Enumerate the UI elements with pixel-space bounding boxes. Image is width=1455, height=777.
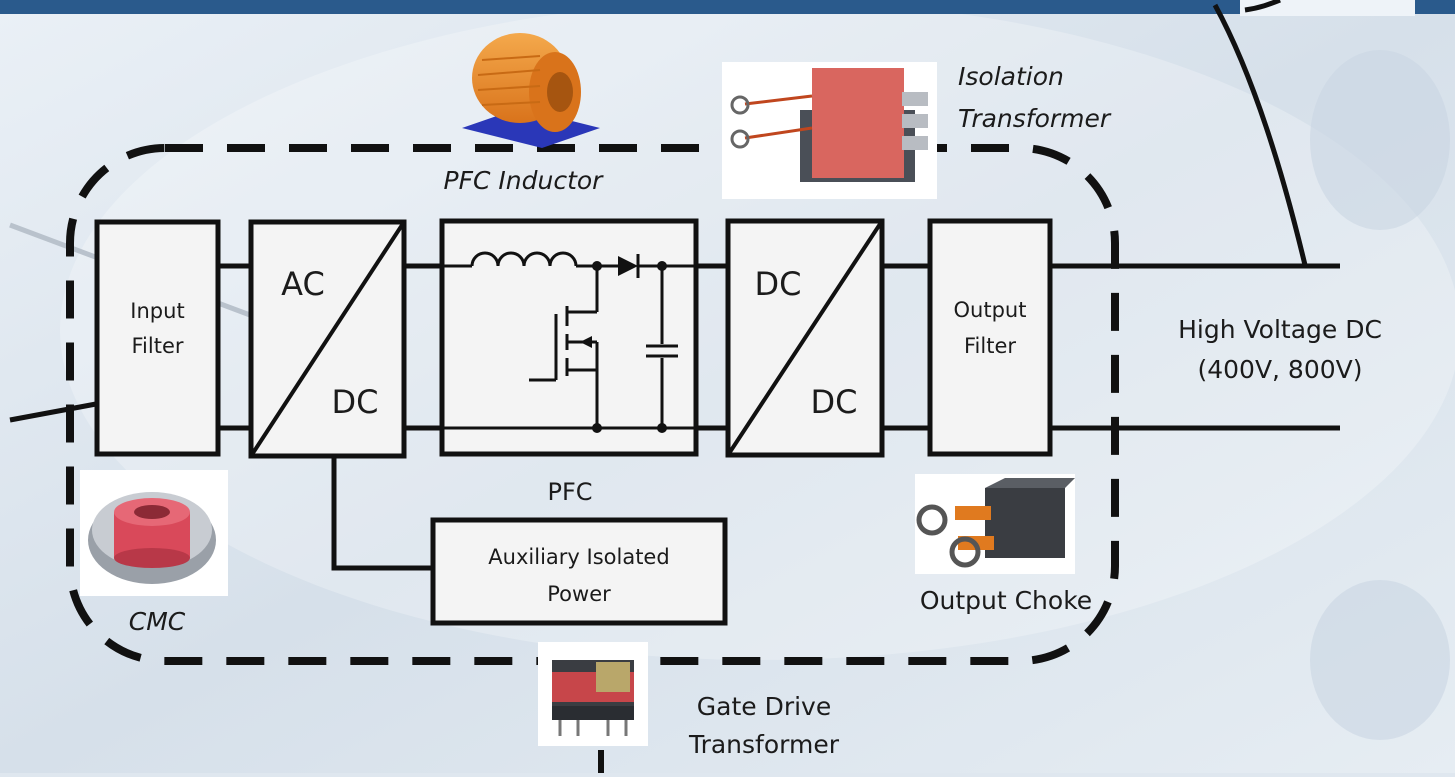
pfc-node (592, 423, 602, 433)
isolation-transformer-label: Isolation Transformer (958, 62, 1111, 133)
pfc-node (592, 261, 602, 271)
pfc-diode (618, 256, 638, 276)
output-filter-block (927, 218, 1053, 457)
connection-lines (218, 263, 1340, 571)
background-wheel-top (1310, 50, 1450, 230)
cmc-image (80, 470, 228, 596)
background-wheel-bottom (1310, 580, 1450, 740)
onboard-charger-boundary (66, 144, 1119, 665)
external-wire-top-hook (1244, 0, 1281, 13)
top-bar (0, 0, 1455, 14)
blocks (94, 218, 1053, 626)
ac-dc-input-label: AC (281, 265, 325, 303)
ac-dc-diagonal (249, 220, 406, 458)
input-filter-block (94, 219, 221, 457)
top-bar-tab (1240, 0, 1415, 16)
cmc-label: CMC (128, 607, 186, 636)
external-wire-top (1212, 3, 1308, 266)
dc-dc-input-label: DC (754, 265, 802, 303)
aux-power-label: Auxiliary Isolated Power (488, 545, 670, 606)
pfc-node (657, 423, 667, 433)
dc-dc-output-label: DC (810, 383, 858, 421)
ac-dc-output-label: DC (331, 383, 379, 421)
pfc-mosfet-arrow (580, 336, 592, 348)
gate-drive-transformer-image (538, 642, 648, 746)
aux-power-block (430, 517, 728, 626)
pfc-inductor-label: PFC Inductor (443, 166, 603, 195)
pfc-label: PFC (547, 478, 593, 506)
pfc-node (657, 261, 667, 271)
gate-drive-transformer-label: Gate Drive Transformer (688, 692, 839, 759)
output-choke-label: Output Choke (919, 586, 1093, 615)
ac-input-wire (9, 401, 97, 423)
pfc-inductor-image (462, 33, 600, 148)
input-filter-label: Input Filter (130, 299, 185, 358)
dc-dc-diagonal (726, 219, 884, 457)
isolation-transformer-image (722, 62, 937, 199)
high-voltage-dc-label: High Voltage DC (400V, 800V) (1178, 315, 1382, 384)
output-filter-label: Output Filter (953, 298, 1027, 358)
output-choke-image (915, 474, 1075, 574)
pfc-block (439, 218, 699, 457)
